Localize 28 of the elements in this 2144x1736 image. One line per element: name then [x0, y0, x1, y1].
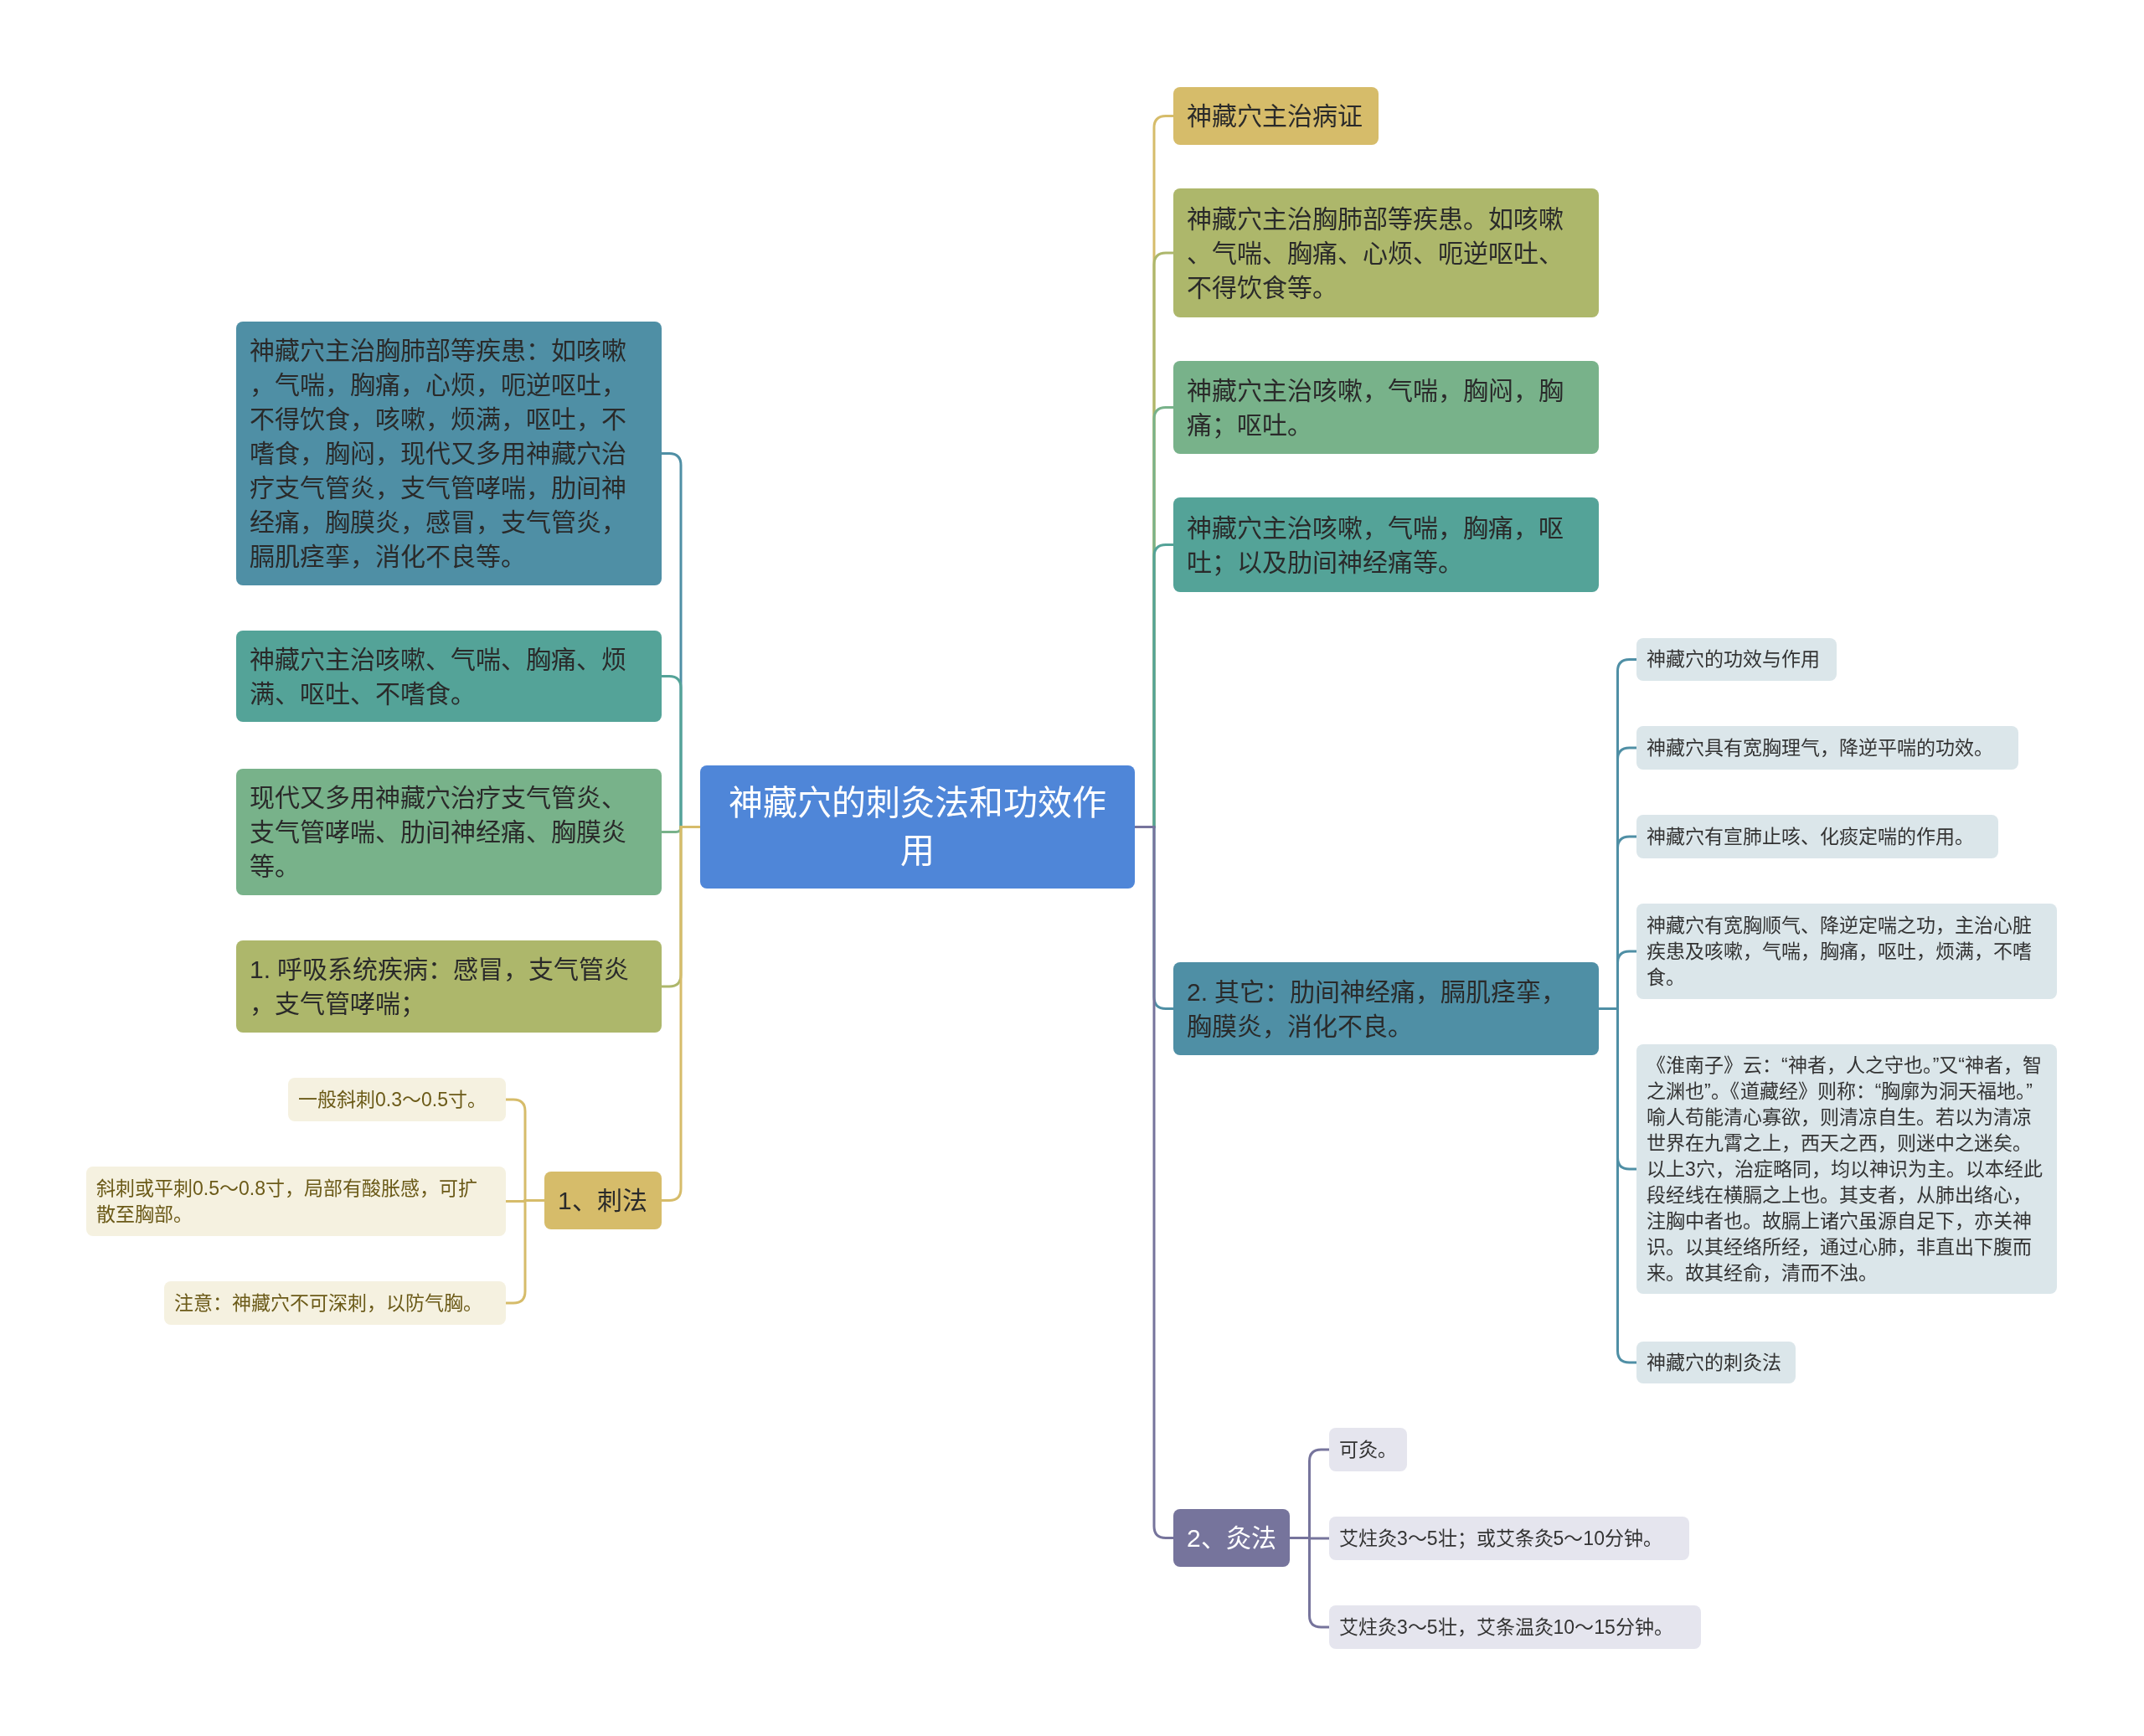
topic-box: 神藏穴主治病证: [1173, 87, 1379, 145]
connector-line: [1135, 826, 1173, 1539]
topic-box: 2. 其它：肋间神经痛，膈肌痉挛，胸膜炎，消化不良。: [1173, 962, 1599, 1055]
topic-box: 神藏穴主治咳嗽，气喘，胸闷，胸痛；呕吐。: [1173, 361, 1599, 454]
topic-box: 神藏穴主治胸肺部等疾患：如咳嗽，气喘，胸痛，心烦，呃逆呕吐，不得饮食，咳嗽，烦满，呕吐，不嗜食，胸闷，现代又多用神藏穴治疗支气管炎，支气管哮喘，肋间神经痛，胸膜炎，感冒，支气管炎，膈肌痉挛，消化不良等。: [236, 322, 662, 585]
subtopic-box: 神藏穴有宣肺止咳、化痰定喘的作用。: [1636, 815, 1998, 858]
topic-box: 1、刺法: [544, 1172, 662, 1229]
topic-box: 1. 呼吸系统疾病：感冒，支气管炎，支气管哮喘；: [236, 940, 662, 1033]
topic-box: 神藏穴主治胸肺部等疾患。如咳嗽、气喘、胸痛、心烦、呃逆呕吐、不得饮食等。: [1173, 188, 1599, 317]
central-topic-box: 神藏穴的刺灸法和功效作用: [700, 765, 1135, 889]
topic-box: 2、灸法: [1173, 1509, 1290, 1567]
topic-box: 现代又多用神藏穴治疗支气管炎、支气管哮喘、肋间神经痛、胸膜炎等。: [236, 769, 662, 895]
subtopic-box: 艾炷灸3～5壮，艾条温灸10～15分钟。: [1329, 1605, 1701, 1649]
topic-box: 神藏穴主治咳嗽，气喘，胸痛，呕吐；以及肋间神经痛等。: [1173, 497, 1599, 592]
subtopic-box: 艾炷灸3～5壮；或艾条灸5～10分钟。: [1329, 1517, 1689, 1560]
subtopic-box: 一般斜刺0.3～0.5寸。: [288, 1078, 506, 1121]
subtopic-box: 可灸。: [1329, 1428, 1407, 1471]
connector-line: [662, 826, 700, 1202]
subtopic-box: 神藏穴的功效与作用: [1636, 638, 1837, 681]
connector-line: [1290, 1537, 1329, 1629]
subtopic-box: 《淮南子》云：“神者，人之守也。”又“神者，智之渊也”。《道藏经》则称：“胸廓为洞天福地。”喻人苟能清心寡欲，则清凉自生。若以为清凉世界在九霄之上，西天之西，则迷中之迷矣。以上3穴，治症略同，均以神识为主。以本经此段经线在横膈之上也。其支者，从肺出络心，注胸中者也。故膈上诸穴虽源自足下，亦关神识。以其经络所经，通过心肺，非直出下腹而来。故其经俞，清而不浊。: [1636, 1044, 2057, 1294]
subtopic-box: 神藏穴具有宽胸理气，降逆平喘的功效。: [1636, 726, 2018, 770]
topic-box: 神藏穴主治咳嗽、气喘、胸痛、烦满、呕吐、不嗜食。: [236, 631, 662, 722]
subtopic-box: 注意：神藏穴不可深刺，以防气胸。: [164, 1281, 506, 1325]
connector-line: [1599, 1007, 1636, 1364]
subtopic-box: 神藏穴的刺灸法: [1636, 1342, 1796, 1383]
subtopic-box: 神藏穴有宽胸顺气、降逆定喘之功，主治心脏疾患及咳嗽，气喘，胸痛，呕吐，烦满，不嗜食。: [1636, 904, 2057, 999]
subtopic-box: 斜刺或平刺0.5～0.8寸，局部有酸胀感，可扩散至胸部。: [86, 1167, 506, 1236]
